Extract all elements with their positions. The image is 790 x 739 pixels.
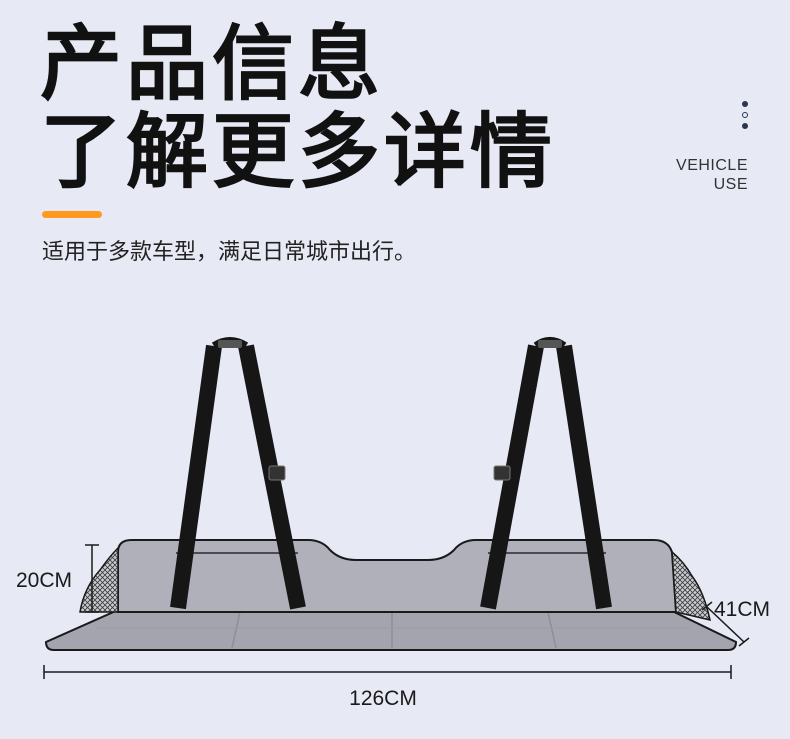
accent-bar bbox=[42, 211, 102, 218]
seat-cover-floor bbox=[44, 609, 738, 651]
left-headrest-strap bbox=[170, 337, 306, 610]
height-label: 20CM bbox=[16, 569, 72, 592]
height-dimension bbox=[85, 544, 99, 613]
depth-dimension bbox=[701, 601, 750, 647]
right-mesh-flap bbox=[671, 550, 711, 622]
vehicle-use-tag: VEHICLE USE bbox=[676, 156, 748, 194]
width-dimension bbox=[43, 665, 732, 679]
vehicle-tag-line1: VEHICLE bbox=[676, 157, 748, 174]
seat-cover-back bbox=[117, 539, 678, 613]
title-line-2: 了解更多详情 bbox=[40, 105, 557, 200]
width-label: 126CM bbox=[349, 687, 417, 710]
subtitle: 适用于多款车型，满足日常城市出行。 bbox=[42, 240, 417, 265]
vehicle-tag-line2: USE bbox=[713, 176, 748, 193]
product-diagram: 20CM 41CM 126CM bbox=[16, 337, 770, 710]
left-mesh-flap bbox=[79, 546, 119, 613]
title-line-1: 产品信息 bbox=[40, 17, 385, 112]
depth-label: 41CM bbox=[714, 598, 770, 621]
vertical-dots-icon bbox=[739, 101, 751, 134]
right-headrest-strap bbox=[480, 337, 612, 610]
